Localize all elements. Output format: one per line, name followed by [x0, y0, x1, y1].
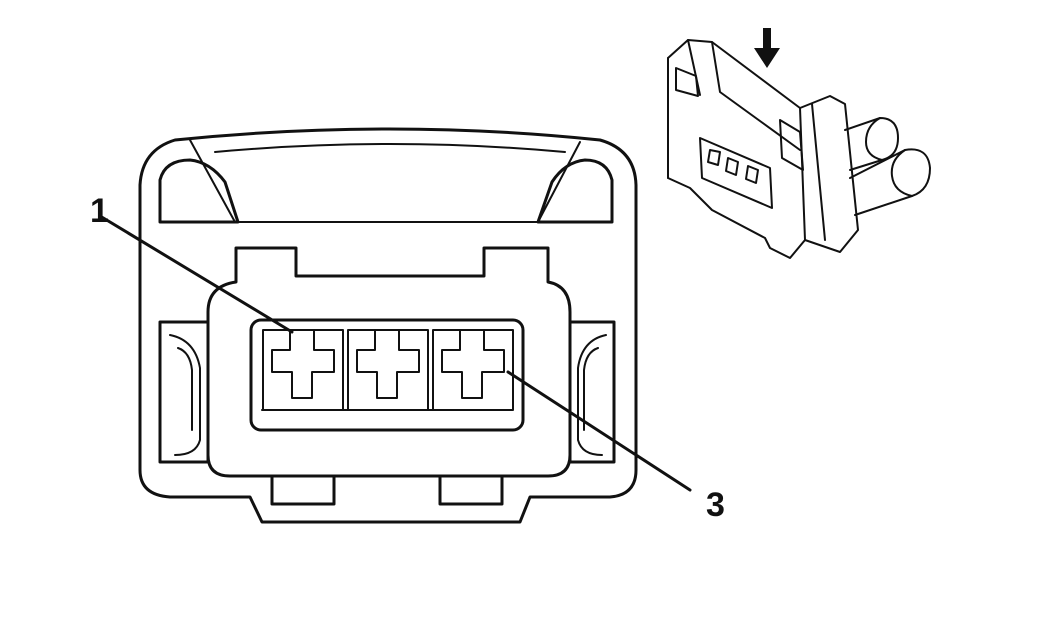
- iso-plate-edge: [811, 103, 826, 241]
- right-latch-inner: [583, 347, 599, 431]
- pin-slot-1: [262, 329, 344, 411]
- iso-edge-top: [687, 39, 701, 96]
- top-right-latch-slot: [536, 158, 614, 224]
- iso-side-plate: [799, 95, 859, 253]
- iso-boot-upper-end: [865, 117, 883, 161]
- pin-slot-3: [432, 329, 514, 411]
- left-latch-curve: [169, 334, 201, 456]
- connector-isometric-view: [667, 28, 931, 259]
- iso-cable-boot-lower: [849, 148, 931, 216]
- callout-label-1: 1: [90, 192, 109, 230]
- top-bridge: [189, 139, 581, 223]
- iso-boot-lower-end: [890, 149, 913, 197]
- top-bridge-edge: [214, 143, 566, 153]
- iso-right-latch: [779, 119, 804, 171]
- pin-slot-2: [347, 329, 429, 411]
- connector-outer-housing: [138, 127, 638, 524]
- iso-cavity: [699, 137, 773, 209]
- bottom-right-foot: [438, 474, 504, 506]
- terminal-cavity: [249, 318, 525, 432]
- callout-label-3: 3: [706, 486, 725, 524]
- iso-top-ridge: [711, 41, 801, 151]
- iso-left-latch: [675, 67, 699, 97]
- inner-shroud: [206, 246, 572, 478]
- callout-line-1: [98, 214, 294, 334]
- iso-housing: [667, 39, 806, 259]
- iso-pins: [707, 149, 759, 184]
- callout-line-3: [506, 370, 692, 492]
- top-left-latch-slot: [158, 158, 240, 224]
- left-side-latch: [158, 320, 210, 464]
- right-side-latch: [568, 320, 616, 464]
- down-arrow-icon: [754, 28, 780, 68]
- left-latch-inner: [177, 347, 193, 431]
- bottom-left-foot: [270, 474, 336, 506]
- right-latch-curve: [577, 334, 607, 456]
- connector-front-view: [138, 127, 638, 524]
